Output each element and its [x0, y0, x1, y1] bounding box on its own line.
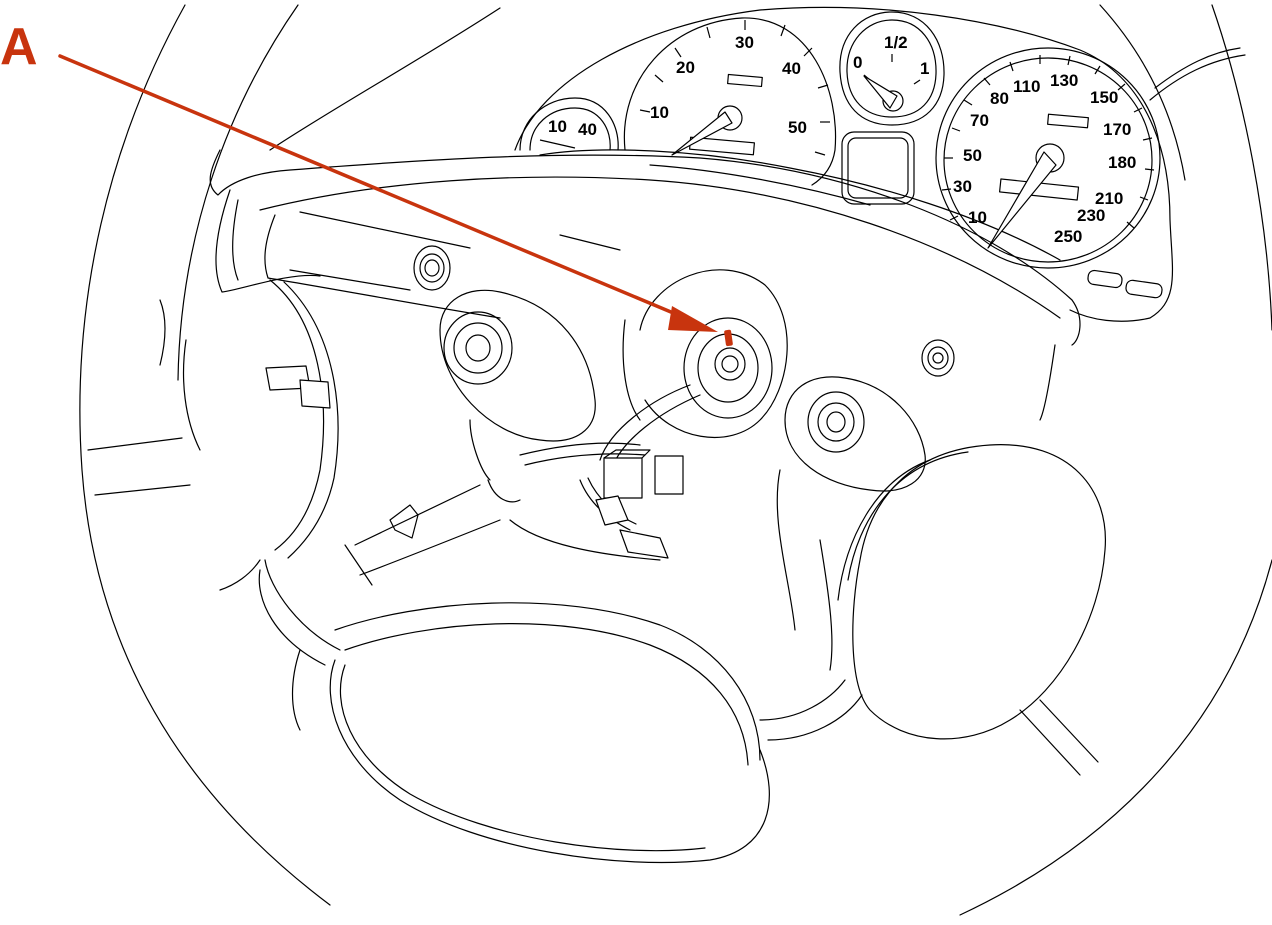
speedometer-label: 210 [1095, 189, 1123, 208]
bolt-upper-right [921, 339, 955, 377]
speedometer-label: 80 [990, 89, 1009, 108]
hub-bolts [413, 245, 955, 492]
airbag-wiring [519, 384, 701, 559]
speedometer-label: 170 [1103, 120, 1131, 139]
steering-wheel-rim [79, 4, 1272, 916]
tachometer-needle [671, 111, 733, 156]
left-switch-detail [182, 339, 419, 539]
speedometer-gauge: 10 30 50 70 80 110 130 150 170 180 210 2… [935, 47, 1163, 299]
wiring-connector-small [654, 455, 684, 495]
callout-arrow-line [58, 54, 692, 322]
tachometer-ticks [639, 20, 830, 156]
fuel-gauge-label: 1/2 [884, 33, 908, 52]
speedometer-label: 30 [953, 177, 972, 196]
tachometer-label: 30 [735, 33, 754, 52]
bolt-center[interactable] [622, 269, 788, 439]
wheel-lower-pads [329, 444, 1107, 864]
steering-wheel-hub [159, 149, 1081, 766]
wiring-connector-large [603, 457, 643, 499]
speedometer-label: 50 [963, 146, 982, 165]
warning-light [841, 131, 915, 205]
cluster-button-left [1087, 269, 1123, 289]
instrument-cluster-hood [514, 6, 1174, 322]
small-left-gauge: 10 40 [519, 97, 619, 151]
speedometer-label: 180 [1108, 153, 1136, 172]
small-gauge-label: 10 [548, 117, 567, 136]
fuel-gauge-label: 0 [853, 53, 862, 72]
speedometer-label: 150 [1090, 88, 1118, 107]
callout-arrow-head [668, 306, 718, 332]
tachometer-label: 50 [788, 118, 807, 137]
bolt-right [784, 376, 926, 492]
speedometer-label: 250 [1054, 227, 1082, 246]
callout-label: A [0, 18, 38, 76]
fuel-gauge: 0 1/2 1 [839, 11, 945, 126]
tachometer-label: 20 [676, 58, 695, 77]
speedometer-label: 230 [1077, 206, 1105, 225]
fuel-gauge-needle [863, 75, 898, 109]
tachometer-display-window [727, 73, 763, 88]
speedometer-label: 10 [968, 208, 987, 227]
speedometer-display-window [1047, 113, 1089, 129]
small-gauge-label: 40 [578, 120, 597, 139]
tachometer-label: 10 [650, 103, 669, 122]
callout-target-marker [724, 329, 733, 347]
speedometer-label: 70 [970, 111, 989, 130]
speedometer-needle [987, 151, 1057, 249]
wiring-plug [619, 529, 669, 559]
tachometer-gauge: 10 20 30 40 50 [623, 17, 837, 186]
speedometer-label: 110 [1013, 77, 1040, 96]
callout-a: A [0, 18, 733, 347]
speedometer-label: 130 [1050, 71, 1078, 90]
cluster-button-right [1125, 279, 1163, 299]
speedometer-ticks [941, 55, 1155, 229]
fuel-gauge-label: 1 [920, 59, 929, 78]
bolt-upper-left [413, 245, 451, 291]
bolt-left [439, 289, 596, 442]
tachometer-label: 40 [782, 59, 801, 78]
